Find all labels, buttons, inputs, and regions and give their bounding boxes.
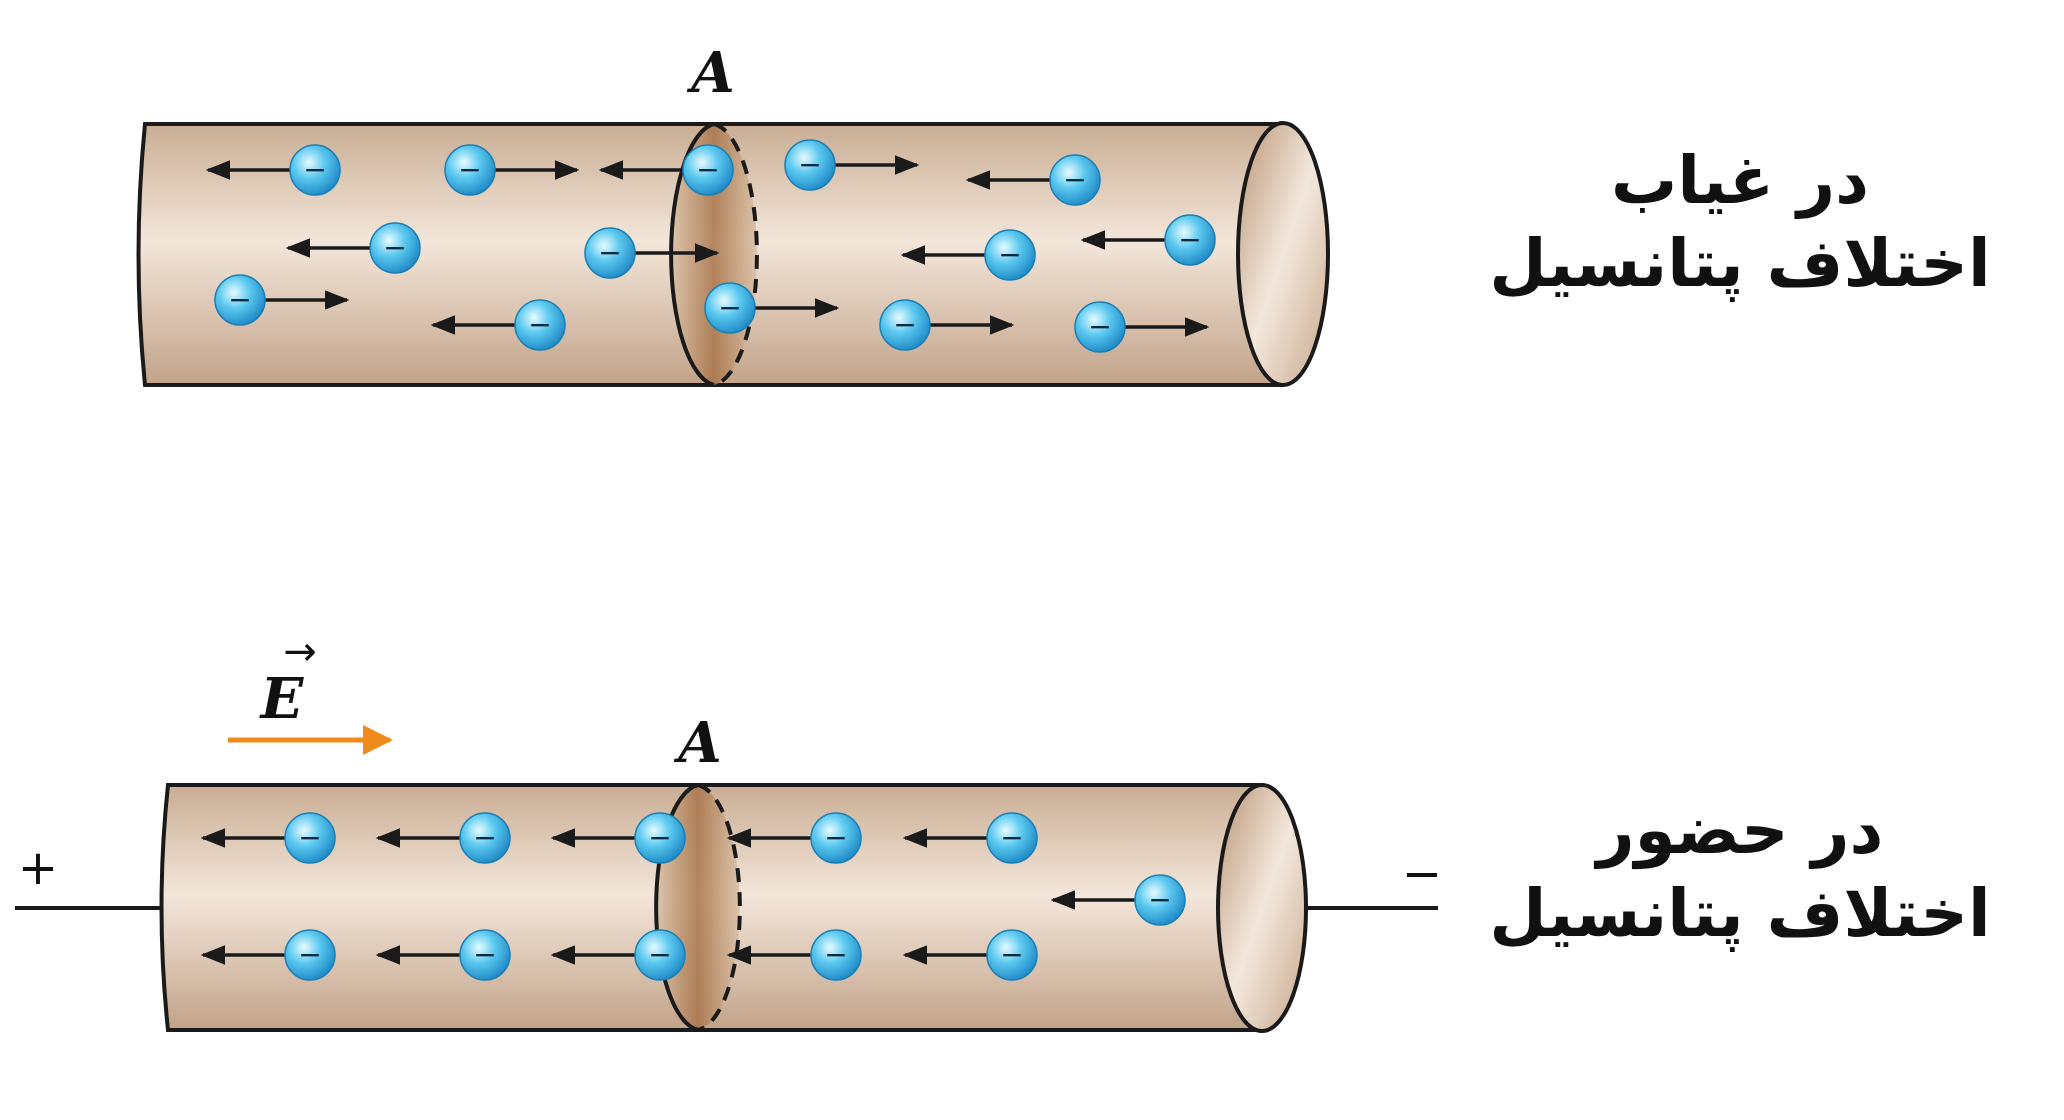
caption-with-potential: در حضور اختلاف پتانسیل xyxy=(1440,790,2040,955)
electron-ball xyxy=(289,144,341,196)
electric-field-label: E xyxy=(259,666,305,732)
electron-charge-sign: − xyxy=(824,821,847,854)
electron-charge-sign: − xyxy=(298,938,321,971)
electron-ball xyxy=(1049,154,1101,206)
electron: − xyxy=(1050,874,1186,926)
electron: − xyxy=(200,929,336,981)
electron: − xyxy=(214,274,350,326)
electron: − xyxy=(205,144,341,196)
electron-charge-sign: − xyxy=(458,153,481,186)
caption-line-1: در حضور xyxy=(1596,792,1884,869)
cross-section-label: A xyxy=(686,40,734,106)
electron-charge-sign: − xyxy=(798,148,821,181)
electron-ball xyxy=(986,812,1038,864)
electron: − xyxy=(726,812,862,864)
electron: − xyxy=(965,154,1101,206)
conductor-no-potential: − − − − − − − − − − − − − − A xyxy=(136,40,1330,387)
electron-ball xyxy=(682,144,734,196)
electron-ball xyxy=(810,812,862,864)
caption-line-2: اختلاف پتانسیل xyxy=(1489,224,1991,302)
electron: − xyxy=(598,144,734,196)
electron-charge-sign: − xyxy=(1000,938,1023,971)
electron-charge-sign: − xyxy=(1178,223,1201,256)
electron: − xyxy=(900,229,1036,281)
cross-section-hidden-edge xyxy=(713,122,759,387)
electron: − xyxy=(430,299,566,351)
electron-ball xyxy=(459,812,511,864)
electron: − xyxy=(550,929,686,981)
electron-charge-sign: − xyxy=(298,821,321,854)
electron: − xyxy=(726,929,862,981)
electron-ball xyxy=(459,929,511,981)
electron-charge-sign: − xyxy=(1063,163,1086,196)
electron-ball xyxy=(369,222,421,274)
electron: − xyxy=(200,812,336,864)
electron: − xyxy=(285,222,421,274)
electron-charge-sign: − xyxy=(1088,310,1111,343)
electron: − xyxy=(584,227,720,279)
electric-field-vector-mark: → xyxy=(283,629,317,675)
electron: − xyxy=(704,282,840,334)
electron: − xyxy=(902,929,1038,981)
electron: − xyxy=(784,139,920,191)
positive-terminal-sign: + xyxy=(18,840,58,896)
electron-group-random: − − − − − − − − − − − − − − xyxy=(205,139,1216,353)
electron-charge-sign: − xyxy=(824,938,847,971)
cross-section-hidden-edge xyxy=(697,783,742,1032)
electron-ball xyxy=(634,929,686,981)
electron-charge-sign: − xyxy=(383,231,406,264)
cross-section-front-edge xyxy=(654,783,699,1032)
electron-ball xyxy=(1074,301,1126,353)
electron-ball xyxy=(879,299,931,351)
caption-line-2: اختلاف پتانسیل xyxy=(1489,874,1991,952)
electron-ball xyxy=(1164,214,1216,266)
electron-ball xyxy=(444,144,496,196)
electron-group-drift: − − − − − − − − − − − xyxy=(200,812,1186,981)
electron-ball xyxy=(284,929,336,981)
electron-charge-sign: − xyxy=(998,238,1021,271)
electron-ball xyxy=(784,139,836,191)
electron-charge-sign: − xyxy=(598,236,621,269)
cross-section-label: A xyxy=(673,710,721,776)
electron: − xyxy=(550,812,686,864)
conductor-end-cap xyxy=(1216,783,1308,1033)
electron-ball xyxy=(704,282,756,334)
electron-charge-sign: − xyxy=(648,938,671,971)
electron-ball xyxy=(984,229,1036,281)
electron-charge-sign: − xyxy=(696,153,719,186)
conductor-with-potential: + − − − − − − − − − − − − A E → xyxy=(15,629,1442,1033)
caption-line-1: در غیاب xyxy=(1611,142,1869,219)
electron: − xyxy=(1080,214,1216,266)
electron: − xyxy=(375,812,511,864)
conductor-end-cap xyxy=(1236,121,1330,387)
electron-charge-sign: − xyxy=(648,821,671,854)
electron-ball xyxy=(634,812,686,864)
negative-terminal-sign: − xyxy=(1402,846,1442,902)
electron: − xyxy=(1074,301,1210,353)
caption-no-potential: در غیاب اختلاف پتانسیل xyxy=(1440,140,2040,305)
electron: − xyxy=(902,812,1038,864)
electron-ball xyxy=(514,299,566,351)
electron-ball xyxy=(284,812,336,864)
electron-charge-sign: − xyxy=(228,283,251,316)
electron-charge-sign: − xyxy=(473,938,496,971)
electron-ball xyxy=(1134,874,1186,926)
electron: − xyxy=(375,929,511,981)
electron-charge-sign: − xyxy=(718,291,741,324)
electron-charge-sign: − xyxy=(473,821,496,854)
electron-ball xyxy=(986,929,1038,981)
electron-charge-sign: − xyxy=(1000,821,1023,854)
electron-ball xyxy=(810,929,862,981)
electron-ball xyxy=(584,227,636,279)
electron: − xyxy=(444,144,580,196)
electron-charge-sign: − xyxy=(1148,883,1171,916)
electron-charge-sign: − xyxy=(528,308,551,341)
electron-charge-sign: − xyxy=(893,308,916,341)
electron: − xyxy=(879,299,1015,351)
electron-charge-sign: − xyxy=(303,153,326,186)
electron-ball xyxy=(214,274,266,326)
